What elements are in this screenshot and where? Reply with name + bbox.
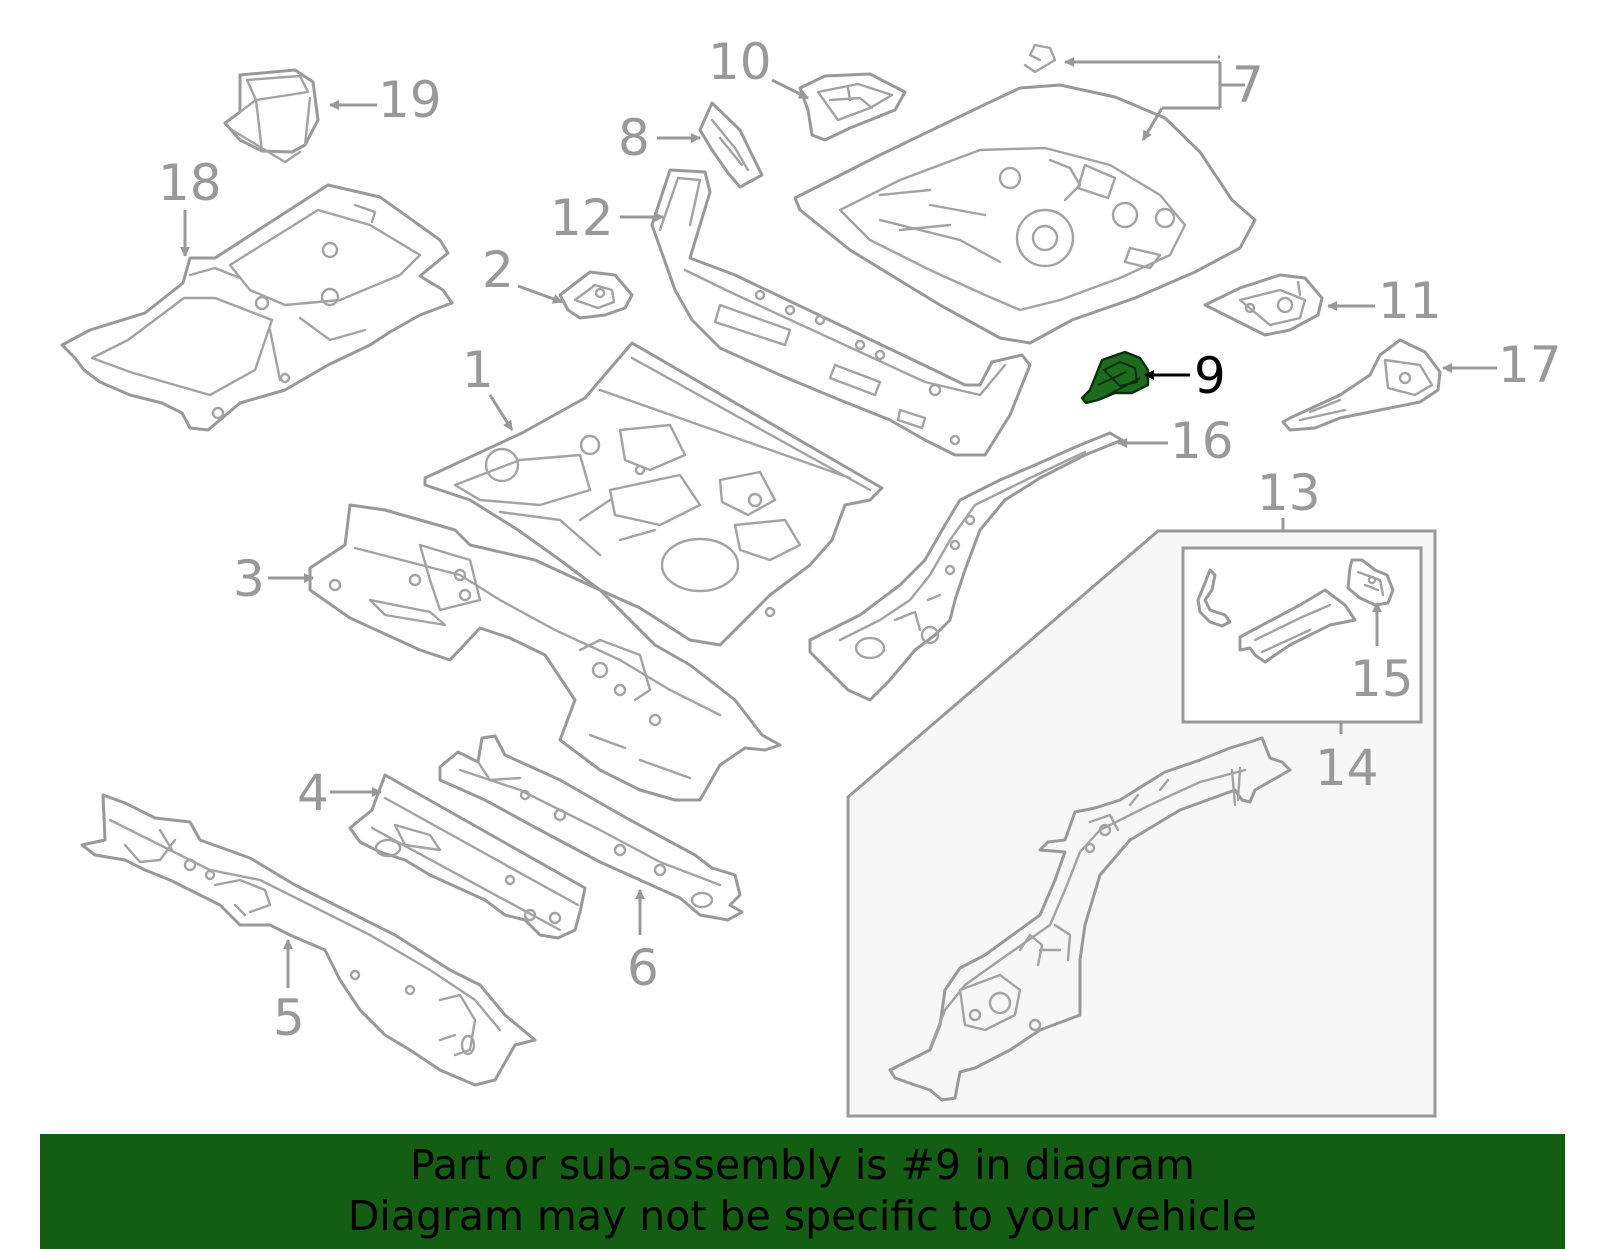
- callout-18: 18: [158, 154, 222, 212]
- part-2-shape: [558, 270, 634, 320]
- callout-9: 9: [1194, 347, 1226, 405]
- banner-line-part: Part or sub-assembly is #9 in diagram: [410, 1141, 1195, 1189]
- callout-7: 7: [1232, 56, 1264, 114]
- callout-14: 14: [1315, 739, 1379, 797]
- part-16-shape: [808, 431, 1124, 702]
- part-8-shape: [698, 101, 764, 189]
- callout-15: 15: [1350, 650, 1414, 708]
- part-9-shape: [1080, 350, 1150, 405]
- callout-16: 16: [1170, 412, 1234, 470]
- callout-6: 6: [627, 939, 659, 997]
- callout-19: 19: [378, 71, 442, 129]
- callout-1: 1: [462, 341, 494, 399]
- part-1-shape: [423, 341, 884, 647]
- part-11-shape: [1203, 273, 1324, 337]
- callout-10: 10: [708, 33, 772, 91]
- part-12-shape: [650, 168, 1032, 457]
- part-3-shape: [308, 503, 782, 802]
- part-10-shape: [798, 72, 907, 142]
- part-6-shape: [438, 734, 744, 922]
- callout-11: 11: [1378, 272, 1442, 330]
- callout-4: 4: [297, 764, 329, 822]
- part-4-shape: [348, 773, 587, 940]
- inset-box-14: [1181, 546, 1423, 734]
- callout-8: 8: [618, 109, 650, 167]
- banner-line-disclaimer: Diagram may not be specific to your vehi…: [347, 1192, 1258, 1240]
- part-17-shape: [1281, 338, 1442, 432]
- info-banner: Part or sub-assembly is #9 in diagram Di…: [40, 1134, 1565, 1249]
- part-5-shape: [80, 793, 537, 1087]
- callout-labels: 19 18 10 8 7 12 2 11 9 17 1 16 13 3 15 1…: [158, 33, 1562, 1047]
- part-19-shape: [223, 68, 320, 164]
- part-7-shape: [793, 43, 1257, 345]
- callout-2: 2: [482, 241, 514, 299]
- callout-17: 17: [1498, 336, 1562, 394]
- callout-3: 3: [233, 550, 265, 608]
- leader-lines: [180, 55, 1497, 988]
- part-14-shape: [1196, 568, 1357, 664]
- part-18-shape: [60, 183, 454, 432]
- part-15-shape: [1346, 558, 1395, 607]
- callout-12: 12: [550, 189, 614, 247]
- callout-13: 13: [1257, 464, 1321, 522]
- callout-5: 5: [273, 989, 305, 1047]
- part-13-shape: [888, 736, 1292, 1102]
